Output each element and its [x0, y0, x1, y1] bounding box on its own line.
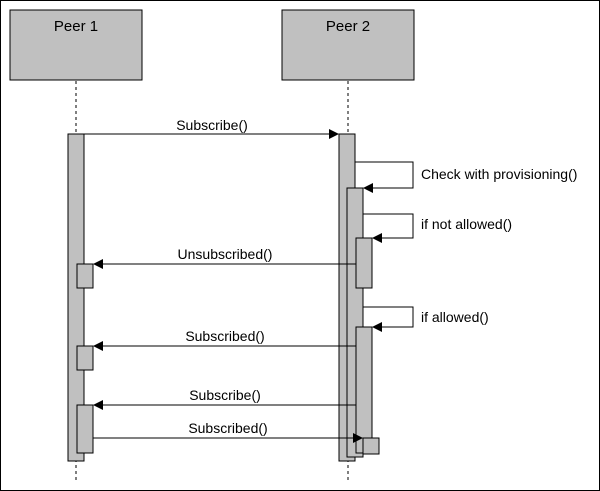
message-check-provisioning: Check with provisioning() — [355, 161, 577, 193]
activation-peer1-main — [67, 133, 85, 462]
message-label: Check with provisioning() — [421, 166, 577, 182]
message-label: Subscribed() — [188, 420, 267, 436]
message-if-not-allowed: if not allowed() — [363, 213, 512, 243]
activation-peer1-unsubscribed — [76, 263, 94, 289]
message-unsubscribed: Unsubscribed() — [93, 246, 356, 269]
arrowhead-icon — [93, 341, 103, 351]
message-label: Subscribed() — [185, 328, 264, 344]
activation-peer2-allowed — [355, 326, 373, 454]
arrowhead-icon — [329, 129, 339, 139]
arrowhead-icon — [93, 400, 103, 410]
message-label: Subscribe() — [176, 117, 248, 133]
activation-peer2-subscribed — [362, 437, 380, 455]
arrowhead-icon — [93, 259, 103, 269]
message-subscribed-back: Subscribed() — [93, 420, 363, 443]
message-subscribe-back: Subscribe() — [93, 387, 356, 410]
message-label: Subscribe() — [189, 387, 261, 403]
participant-label-peer1: Peer 1 — [54, 18, 98, 35]
activation-peer1-subscribe — [76, 404, 94, 454]
message-label: Unsubscribed() — [178, 246, 273, 262]
arrowhead-icon — [372, 322, 382, 332]
participant-box-peer1 — [9, 9, 143, 81]
arrowhead-icon — [363, 183, 373, 193]
activation-peer2-not-allowed — [355, 237, 373, 289]
arrowhead-icon — [372, 233, 382, 243]
participant-box-peer2 — [281, 9, 415, 81]
activation-peer1-subscribed — [76, 345, 94, 371]
message-label: if not allowed() — [421, 216, 512, 232]
message-label: if allowed() — [421, 309, 489, 325]
message-subscribe-request: Subscribe() — [84, 117, 339, 139]
participant-label-peer2: Peer 2 — [326, 18, 370, 35]
arrowhead-icon — [353, 433, 363, 443]
message-if-allowed: if allowed() — [363, 306, 489, 332]
message-subscribed-response: Subscribed() — [93, 328, 356, 351]
